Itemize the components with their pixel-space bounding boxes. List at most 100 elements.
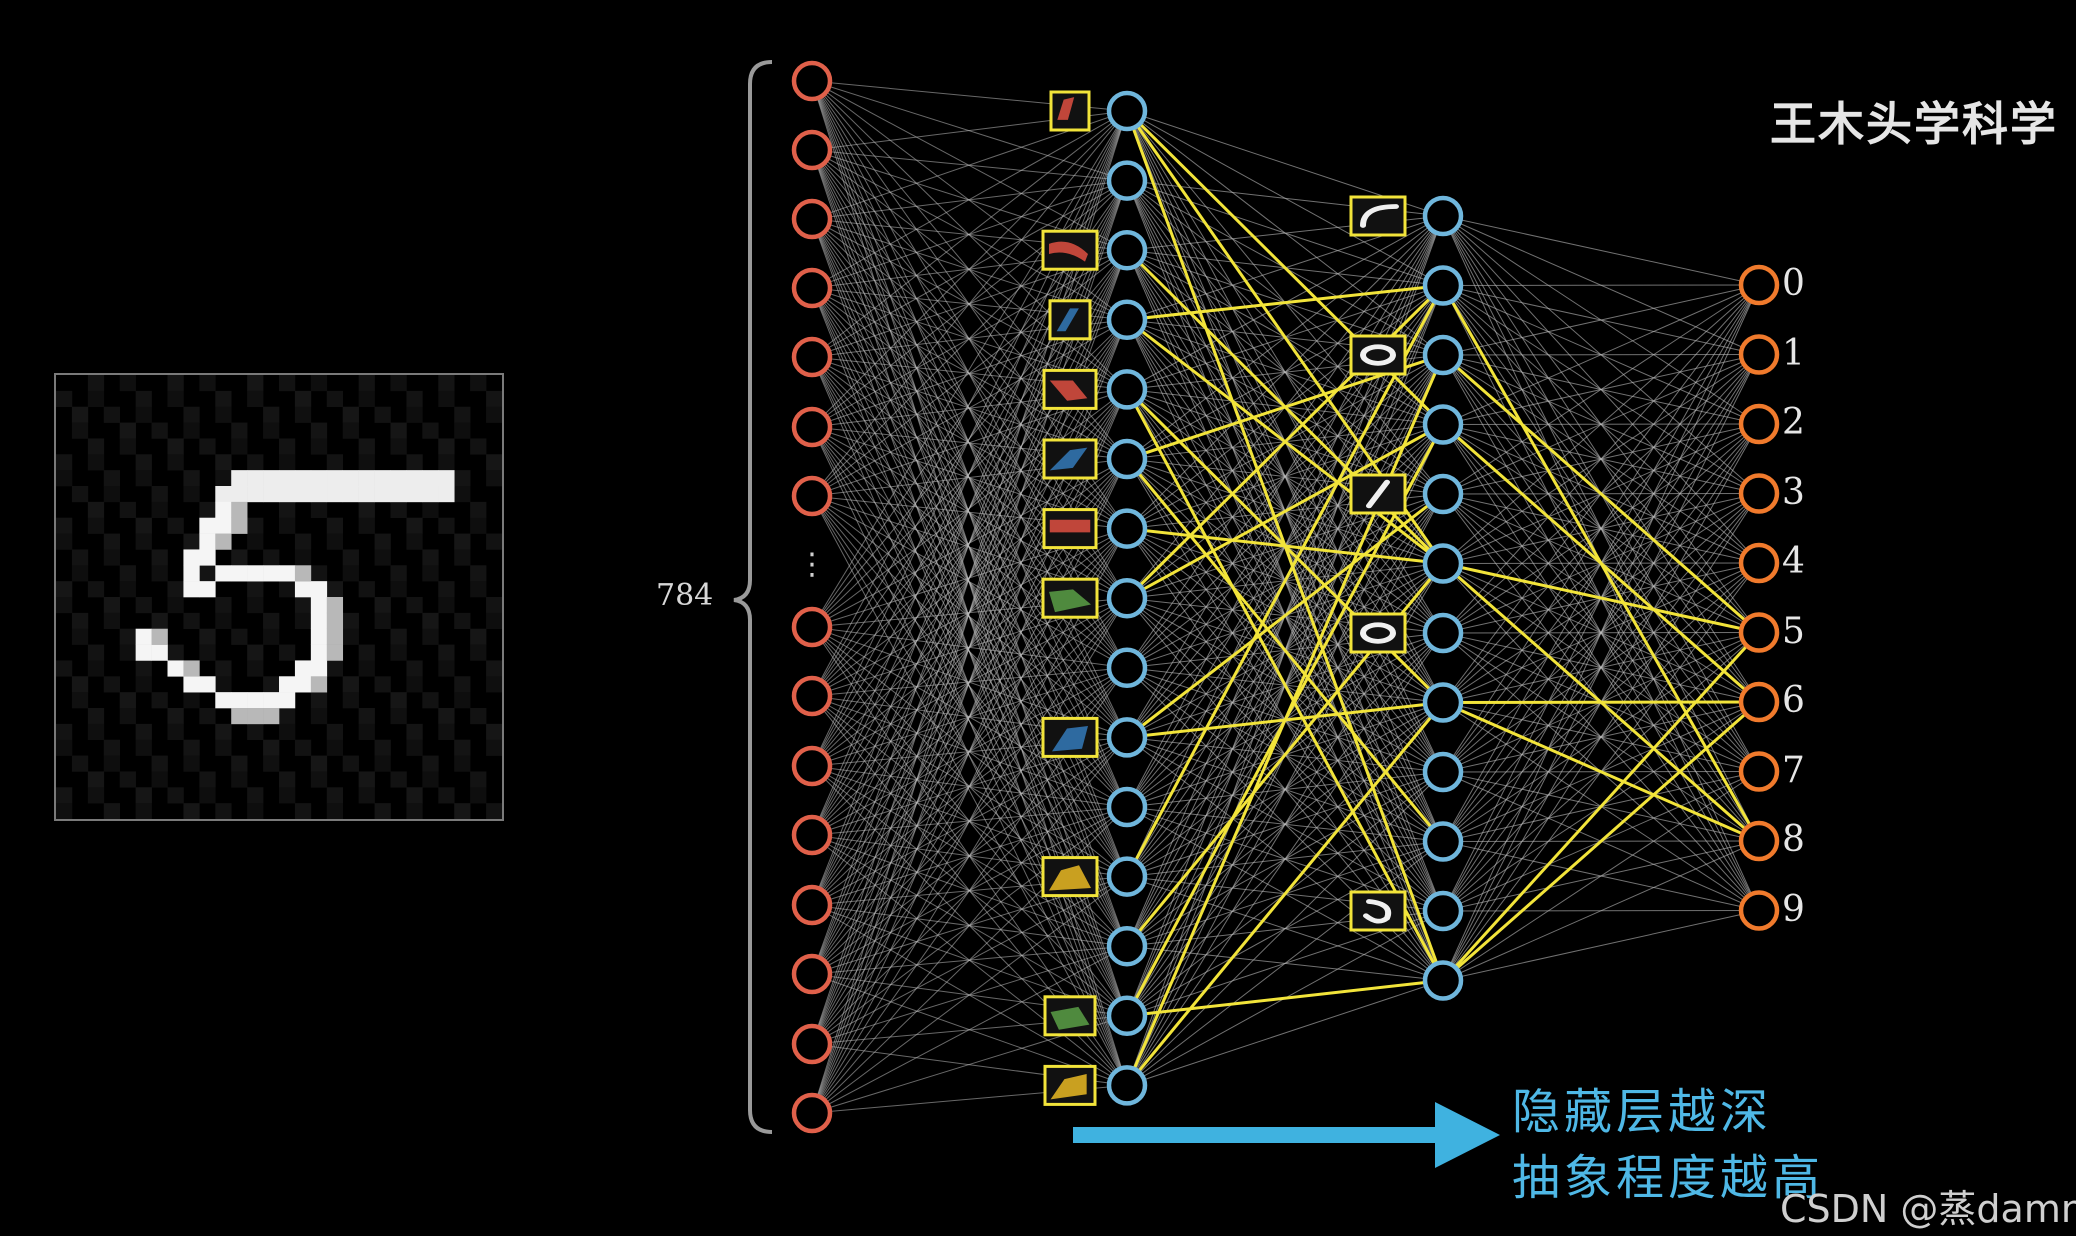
caption-line-2: 抽象程度越高 bbox=[1512, 1150, 1825, 1206]
digit-pixel bbox=[231, 708, 248, 725]
connection-line bbox=[811, 495, 1128, 1086]
digit-pixel bbox=[454, 612, 471, 630]
output-label: 7 bbox=[1782, 750, 1805, 791]
hidden-neuron-layer2 bbox=[1422, 334, 1464, 376]
digit-pixel bbox=[87, 581, 105, 598]
digit-pixel bbox=[470, 628, 487, 645]
feature-thumbnail-frame bbox=[1349, 195, 1407, 237]
digit-pixel bbox=[247, 517, 264, 534]
digit-pixel bbox=[342, 406, 359, 423]
digit-pixel bbox=[358, 375, 375, 392]
digit-pixel bbox=[294, 549, 312, 566]
digit-pixel bbox=[374, 470, 391, 487]
digit-pixel bbox=[247, 533, 264, 550]
digit-pixel bbox=[71, 628, 89, 645]
feature-stroke bbox=[1360, 622, 1397, 644]
digit-pixel bbox=[103, 486, 121, 503]
digit-pixel bbox=[56, 517, 73, 534]
feature-stroke bbox=[1049, 589, 1091, 613]
connection-line bbox=[1442, 771, 1760, 981]
digit-pixel bbox=[310, 581, 328, 598]
digit-pixel bbox=[374, 803, 391, 820]
input-count-label: 784 bbox=[656, 578, 714, 613]
digit-pixel bbox=[486, 660, 503, 677]
digit-pixel bbox=[390, 644, 407, 661]
digit-pixel bbox=[390, 422, 407, 439]
connection-line bbox=[1442, 284, 1760, 773]
digit-pixel bbox=[310, 676, 328, 693]
digit-pixel bbox=[326, 660, 344, 677]
digit-pixel bbox=[199, 375, 216, 392]
abstract-feature-thumbnail bbox=[1349, 473, 1407, 515]
digit-pixel bbox=[438, 390, 455, 408]
feature-thumbnail-scale bbox=[1363, 899, 1392, 924]
digit-pixel bbox=[231, 692, 248, 709]
output-neuron bbox=[1738, 542, 1780, 584]
feature-stroke bbox=[1360, 204, 1399, 228]
digit-pixel bbox=[263, 676, 280, 693]
digit-pixel bbox=[247, 486, 264, 503]
digit-pixel bbox=[231, 422, 248, 439]
digit-pixel bbox=[231, 470, 248, 487]
digit-pixel bbox=[454, 739, 471, 756]
digit-pixel bbox=[390, 501, 407, 519]
digit-pixel bbox=[422, 771, 439, 788]
input-neuron bbox=[791, 675, 833, 717]
output-neuron bbox=[1738, 751, 1780, 792]
digit-pixel bbox=[215, 739, 232, 756]
digit-pixel bbox=[135, 803, 152, 820]
digit-pixel bbox=[71, 692, 89, 709]
connection-line bbox=[1442, 910, 1760, 981]
digit-pixel bbox=[326, 644, 344, 661]
digit-pixel bbox=[87, 708, 105, 725]
digit-pixel bbox=[263, 612, 280, 630]
digit-pixel bbox=[215, 803, 232, 820]
digit-pixel bbox=[167, 517, 184, 534]
digit-pixel bbox=[294, 470, 312, 487]
digit-pixel bbox=[406, 470, 423, 487]
digit-pixel bbox=[422, 755, 439, 772]
connection-line bbox=[1442, 284, 1760, 495]
digit-pixel bbox=[151, 549, 168, 566]
feature-thumbnail-scale bbox=[1360, 622, 1397, 644]
digit-pixel bbox=[135, 597, 152, 614]
digit-pixel bbox=[294, 390, 312, 408]
digit-pixel bbox=[279, 692, 296, 709]
digit-pixel bbox=[390, 486, 407, 503]
digit-pixel bbox=[422, 612, 439, 630]
hidden-neuron-layer2 bbox=[1422, 473, 1464, 515]
digit-pixel bbox=[390, 692, 407, 709]
digit-pixel bbox=[103, 676, 121, 693]
feature-thumbnail bbox=[1043, 1064, 1097, 1106]
digit-pixel bbox=[279, 438, 296, 455]
connection-line bbox=[1442, 284, 1760, 356]
digit-pixel bbox=[167, 644, 184, 661]
digit-pixel bbox=[183, 549, 200, 566]
digit-pixel bbox=[71, 549, 89, 566]
digit-pixel bbox=[103, 612, 121, 630]
digit-pixel bbox=[342, 676, 359, 693]
digit-pixel bbox=[422, 692, 439, 709]
digit-pixel bbox=[183, 470, 200, 487]
output-label: 2 bbox=[1782, 402, 1805, 443]
input-neuron bbox=[791, 1092, 833, 1134]
digit-pixel bbox=[119, 422, 136, 439]
digit-pixel bbox=[326, 470, 344, 487]
digit-pixel bbox=[56, 723, 73, 741]
digit-pixel bbox=[56, 390, 73, 408]
digit-pixel bbox=[438, 787, 455, 804]
digit-pixel bbox=[247, 708, 264, 725]
digit-pixel bbox=[486, 803, 503, 820]
connection-line bbox=[811, 528, 1128, 1114]
output-label: 0 bbox=[1782, 263, 1805, 304]
digit-pixel bbox=[263, 470, 280, 487]
digit-pixel bbox=[119, 692, 136, 709]
highlight-connection bbox=[1442, 700, 1760, 704]
arrow-head bbox=[1435, 1102, 1500, 1168]
digit-pixel bbox=[151, 612, 168, 630]
digit-pixel bbox=[390, 375, 407, 392]
digit-pixel bbox=[454, 486, 471, 503]
feature-thumbnail bbox=[1041, 577, 1099, 619]
digit-pixel bbox=[422, 549, 439, 566]
digit-pixel bbox=[247, 581, 264, 598]
